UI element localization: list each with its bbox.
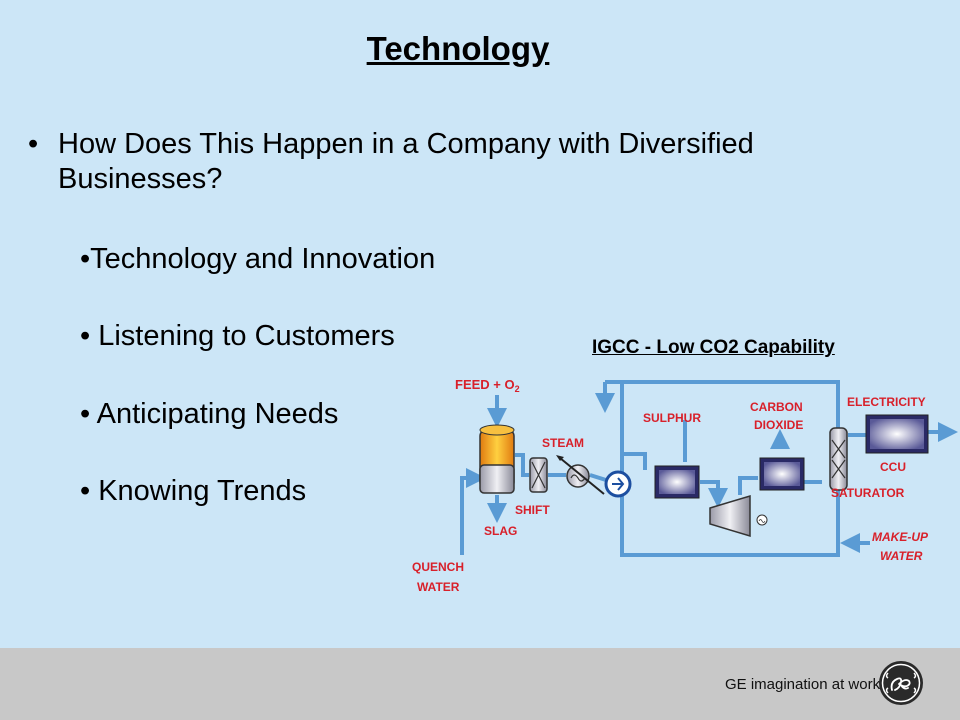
footer-band: [0, 648, 960, 720]
sub-bullet-needs: • Anticipating Needs: [80, 398, 339, 430]
ccu-label: CCU: [880, 460, 906, 474]
heat-exchanger: [556, 455, 605, 495]
sulphur-removal-unit: [654, 465, 700, 499]
quench-label-line2: WATER: [417, 580, 460, 594]
shift-reactor: [529, 457, 548, 493]
gas-turbine: [709, 494, 768, 538]
header-pipe-sulphur: [620, 452, 647, 476]
sub-bullet-technology: •Technology and Innovation: [80, 243, 436, 275]
electricity-label: ELECTRICITY: [847, 395, 926, 409]
main-bullet-text: How Does This Happen in a Company with D…: [58, 128, 754, 195]
bullet-dot: •: [28, 128, 39, 160]
carbon-label-line1: CARBON: [750, 400, 803, 414]
carbon-label-line2: DIOXIDE: [754, 418, 803, 432]
feed-label: FEED + O2: [455, 377, 520, 394]
saturator-column: [829, 427, 848, 491]
slag-label: SLAG: [484, 524, 517, 538]
saturator-label: SATURATOR: [831, 486, 905, 500]
expander-icon: [604, 470, 632, 498]
steam-label: STEAM: [542, 436, 584, 450]
co2-capture-unit: [759, 457, 805, 491]
hx-to-turbine-pipe: [589, 473, 607, 482]
makeup-label-line2: WATER: [880, 549, 923, 563]
diagram-title: IGCC - Low CO2 Capability: [592, 337, 835, 358]
gt-to-co2-pipe: [738, 476, 758, 495]
shift-label: SHIFT: [515, 503, 550, 517]
gasifier: [479, 424, 515, 494]
sub-bullet-trends: • Knowing Trends: [80, 475, 307, 507]
ge-logo-icon: [879, 661, 923, 705]
ge-tagline: GE imagination at work: [725, 676, 881, 693]
slide-title: Technology: [366, 30, 550, 67]
quench-pipe: [460, 468, 486, 555]
gasifier-to-shift-pipe: [515, 453, 529, 477]
sulphur-label: SULPHUR: [643, 411, 701, 425]
bottom-loop-pipe: [620, 476, 840, 557]
sub-bullet-customers: • Listening to Customers: [80, 320, 395, 352]
ccu-unit: [865, 414, 929, 454]
makeup-label-line1: MAKE-UP: [872, 530, 929, 544]
top-loop-pipe: [620, 380, 840, 454]
pipes: [460, 380, 958, 557]
sulphur-to-gt-pipe: [700, 480, 728, 508]
quench-label-line1: QUENCH: [412, 560, 464, 574]
